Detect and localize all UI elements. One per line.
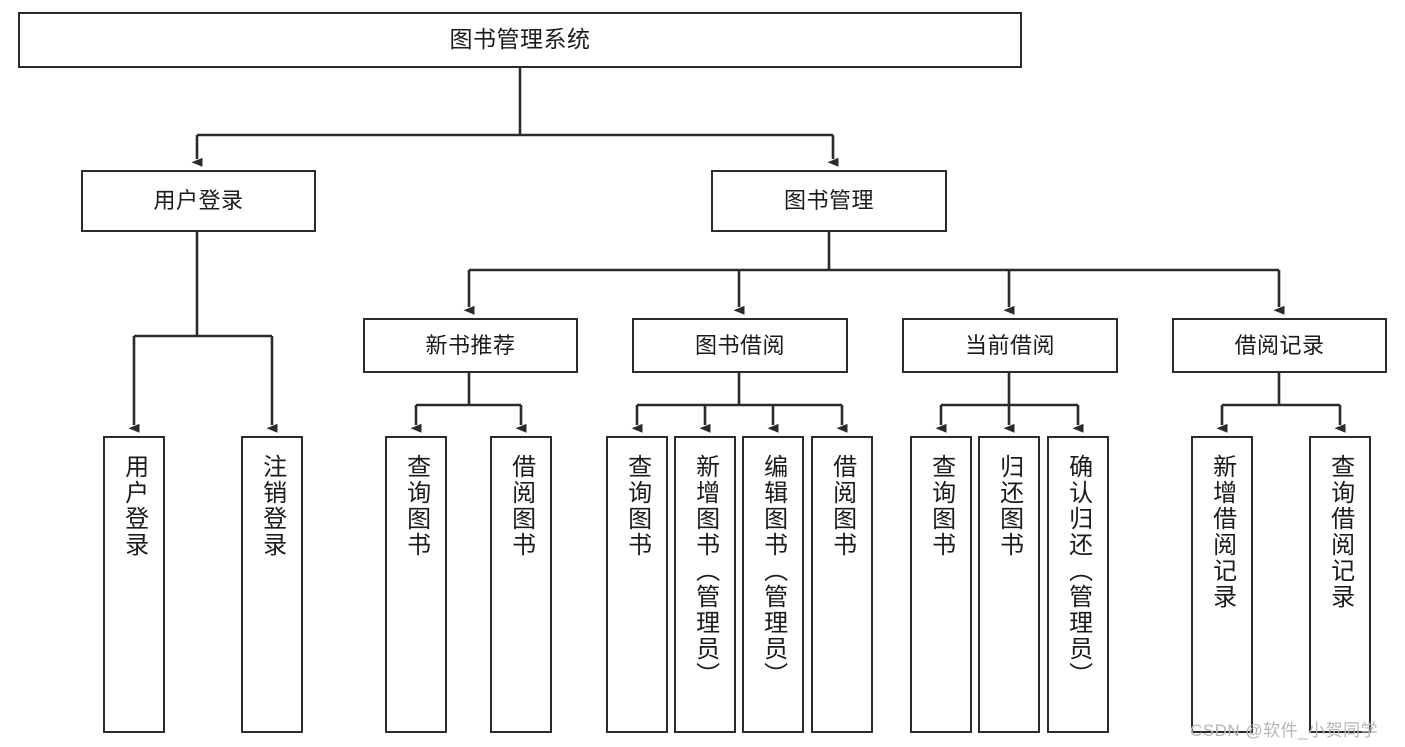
csdn-watermark: CSDN @软件_小贺同学: [1190, 721, 1379, 740]
node-label: 图书借阅: [694, 332, 785, 358]
node-label: 查询图书: [402, 454, 430, 558]
node-label: 编辑图书（管理员）: [759, 454, 787, 688]
node-label: 用户登录: [120, 454, 148, 558]
leaf-query-book-newbook[interactable]: 查询图书: [385, 436, 447, 733]
leaf-edit-book-admin[interactable]: 编辑图书（管理员）: [742, 436, 804, 733]
node-label: 借阅图书: [507, 454, 535, 558]
node-label: 借阅记录: [1234, 332, 1325, 358]
node-label: 查询图书: [927, 454, 955, 558]
node-label: 注销登录: [258, 454, 286, 558]
node-label: 用户登录: [153, 188, 244, 214]
node-label: 新增借阅记录: [1208, 454, 1236, 610]
node-label: 查询图书: [623, 454, 651, 558]
node-label: 新书推荐: [425, 332, 516, 358]
leaf-borrow-book-borrow[interactable]: 借阅图书: [811, 436, 873, 733]
node-label: 借阅图书: [828, 454, 856, 558]
node-borrowing-record[interactable]: 借阅记录: [1172, 318, 1387, 373]
node-new-book-recommendation[interactable]: 新书推荐: [363, 318, 578, 373]
node-label: 查询借阅记录: [1326, 454, 1354, 610]
leaf-add-borrowing-record[interactable]: 新增借阅记录: [1191, 436, 1253, 733]
node-label: 图书管理系统: [449, 26, 591, 53]
node-label: 当前借阅: [964, 332, 1055, 358]
leaf-borrow-book-newbook[interactable]: 借阅图书: [490, 436, 552, 733]
node-label: 确认归还（管理员）: [1064, 454, 1092, 688]
leaf-query-book-borrow[interactable]: 查询图书: [606, 436, 668, 733]
leaf-return-book[interactable]: 归还图书: [978, 436, 1040, 733]
node-root-book-management-system[interactable]: 图书管理系统: [18, 12, 1022, 68]
leaf-query-book-current[interactable]: 查询图书: [910, 436, 972, 733]
node-book-management[interactable]: 图书管理: [711, 170, 947, 232]
node-user-login[interactable]: 用户登录: [81, 170, 316, 232]
node-current-borrowing[interactable]: 当前借阅: [902, 318, 1118, 373]
node-book-borrowing[interactable]: 图书借阅: [632, 318, 848, 373]
leaf-confirm-return-admin[interactable]: 确认归还（管理员）: [1047, 436, 1109, 733]
leaf-logout[interactable]: 注销登录: [241, 436, 303, 733]
node-label: 归还图书: [995, 454, 1023, 558]
leaf-query-borrowing-record[interactable]: 查询借阅记录: [1309, 436, 1371, 733]
node-label: 图书管理: [783, 188, 874, 214]
node-label: 新增图书（管理员）: [691, 454, 719, 688]
leaf-add-book-admin[interactable]: 新增图书（管理员）: [674, 436, 736, 733]
leaf-user-login[interactable]: 用户登录: [103, 436, 165, 733]
